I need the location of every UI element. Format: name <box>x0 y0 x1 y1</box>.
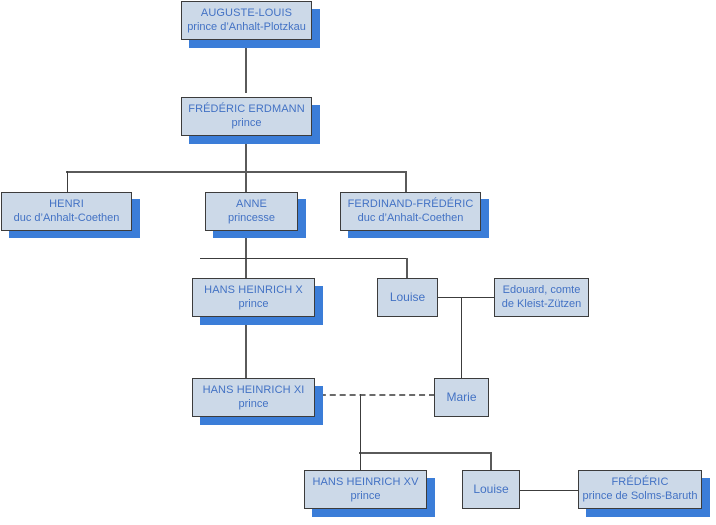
node-marie-name: Marie <box>446 390 477 404</box>
node-hans-heinrich-xi-title: prince <box>238 397 269 410</box>
marriage-line-louise1-edouard <box>438 297 494 298</box>
node-louise-1[interactable]: Louise <box>377 278 438 317</box>
node-auguste-louis-title: prince d’Anhalt-Plotzkau <box>187 20 306 33</box>
node-ferdinand-frederic-title: duc d’Anhalt-Coethen <box>357 211 464 224</box>
sibling-bus-bottom <box>359 452 491 454</box>
connector-frederic-down <box>245 136 247 172</box>
bus-anne-to-louise <box>200 258 407 259</box>
node-edouard[interactable]: Edouard, comte de Kleist-Zützen <box>494 278 589 317</box>
node-anne[interactable]: ANNE princesse <box>205 192 298 231</box>
connector-hhxi-marie-descent <box>360 394 361 453</box>
node-auguste-louis[interactable]: AUGUSTE-LOUIS prince d’Anhalt-Plotzkau <box>181 1 312 40</box>
node-louise-2[interactable]: Louise <box>462 470 520 509</box>
node-hans-heinrich-xv[interactable]: HANS HEINRICH XV prince <box>304 470 427 509</box>
node-hans-heinrich-xi[interactable]: HANS HEINRICH XI prince <box>192 378 315 417</box>
node-anne-title: princesse <box>227 211 276 224</box>
node-henri[interactable]: HENRI duc d’Anhalt-Coethen <box>1 192 132 231</box>
node-edouard-name: Edouard, comte <box>502 283 581 296</box>
node-hans-heinrich-xv-name: HANS HEINRICH XV <box>312 475 419 488</box>
node-hans-heinrich-xi-name: HANS HEINRICH XI <box>202 383 305 396</box>
connector-anne-down <box>245 231 247 278</box>
node-frederic-erdmann-name: FRÉDÉRIC ERDMANN <box>188 102 305 115</box>
node-frederic-solms-title: prince de Solms-Baruth <box>582 489 698 502</box>
node-frederic-erdmann[interactable]: FRÉDÉRIC ERDMANN prince <box>181 97 312 136</box>
node-ferdinand-frederic[interactable]: FERDINAND-FRÉDÉRIC duc d’Anhalt-Coethen <box>340 192 481 231</box>
node-frederic-erdmann-title: prince <box>231 116 262 129</box>
connector-bus-to-ferdinand <box>405 171 407 193</box>
connector-bus-to-louise2 <box>490 452 492 471</box>
node-louise-1-name: Louise <box>389 290 426 304</box>
connector-bus-to-henri <box>67 171 68 193</box>
marriage-line-louise2-frederic <box>520 490 578 491</box>
marriage-line-hhxi-marie <box>300 394 435 396</box>
node-frederic-solms-name: FRÉDÉRIC <box>611 475 669 488</box>
connector-louise1-edouard-to-marie <box>461 297 462 378</box>
connector-auguste-to-frederic <box>245 48 247 93</box>
node-hans-heinrich-x[interactable]: HANS HEINRICH X prince <box>192 278 315 317</box>
connector-bus-to-louise1 <box>406 258 408 278</box>
node-henri-name: HENRI <box>49 197 84 210</box>
node-louise-2-name: Louise <box>473 482 509 496</box>
connector-bus-to-hhxv <box>360 452 361 471</box>
sibling-bus-row3 <box>66 171 407 173</box>
node-anne-name: ANNE <box>236 197 267 210</box>
node-hans-heinrich-x-name: HANS HEINRICH X <box>204 283 303 296</box>
node-hans-heinrich-xv-title: prince <box>350 489 381 502</box>
node-auguste-louis-name: AUGUSTE-LOUIS <box>200 6 293 19</box>
node-hans-heinrich-x-title: prince <box>238 297 269 310</box>
connector-bus-to-anne <box>245 171 247 193</box>
node-frederic-solms[interactable]: FRÉDÉRIC prince de Solms-Baruth <box>578 470 702 509</box>
node-edouard-title: de Kleist-Zützen <box>501 297 582 310</box>
node-henri-title: duc d’Anhalt-Coethen <box>13 211 120 224</box>
node-ferdinand-frederic-name: FERDINAND-FRÉDÉRIC <box>347 197 474 210</box>
node-marie[interactable]: Marie <box>434 378 489 417</box>
connector-hhx-to-hhxi <box>245 318 247 378</box>
